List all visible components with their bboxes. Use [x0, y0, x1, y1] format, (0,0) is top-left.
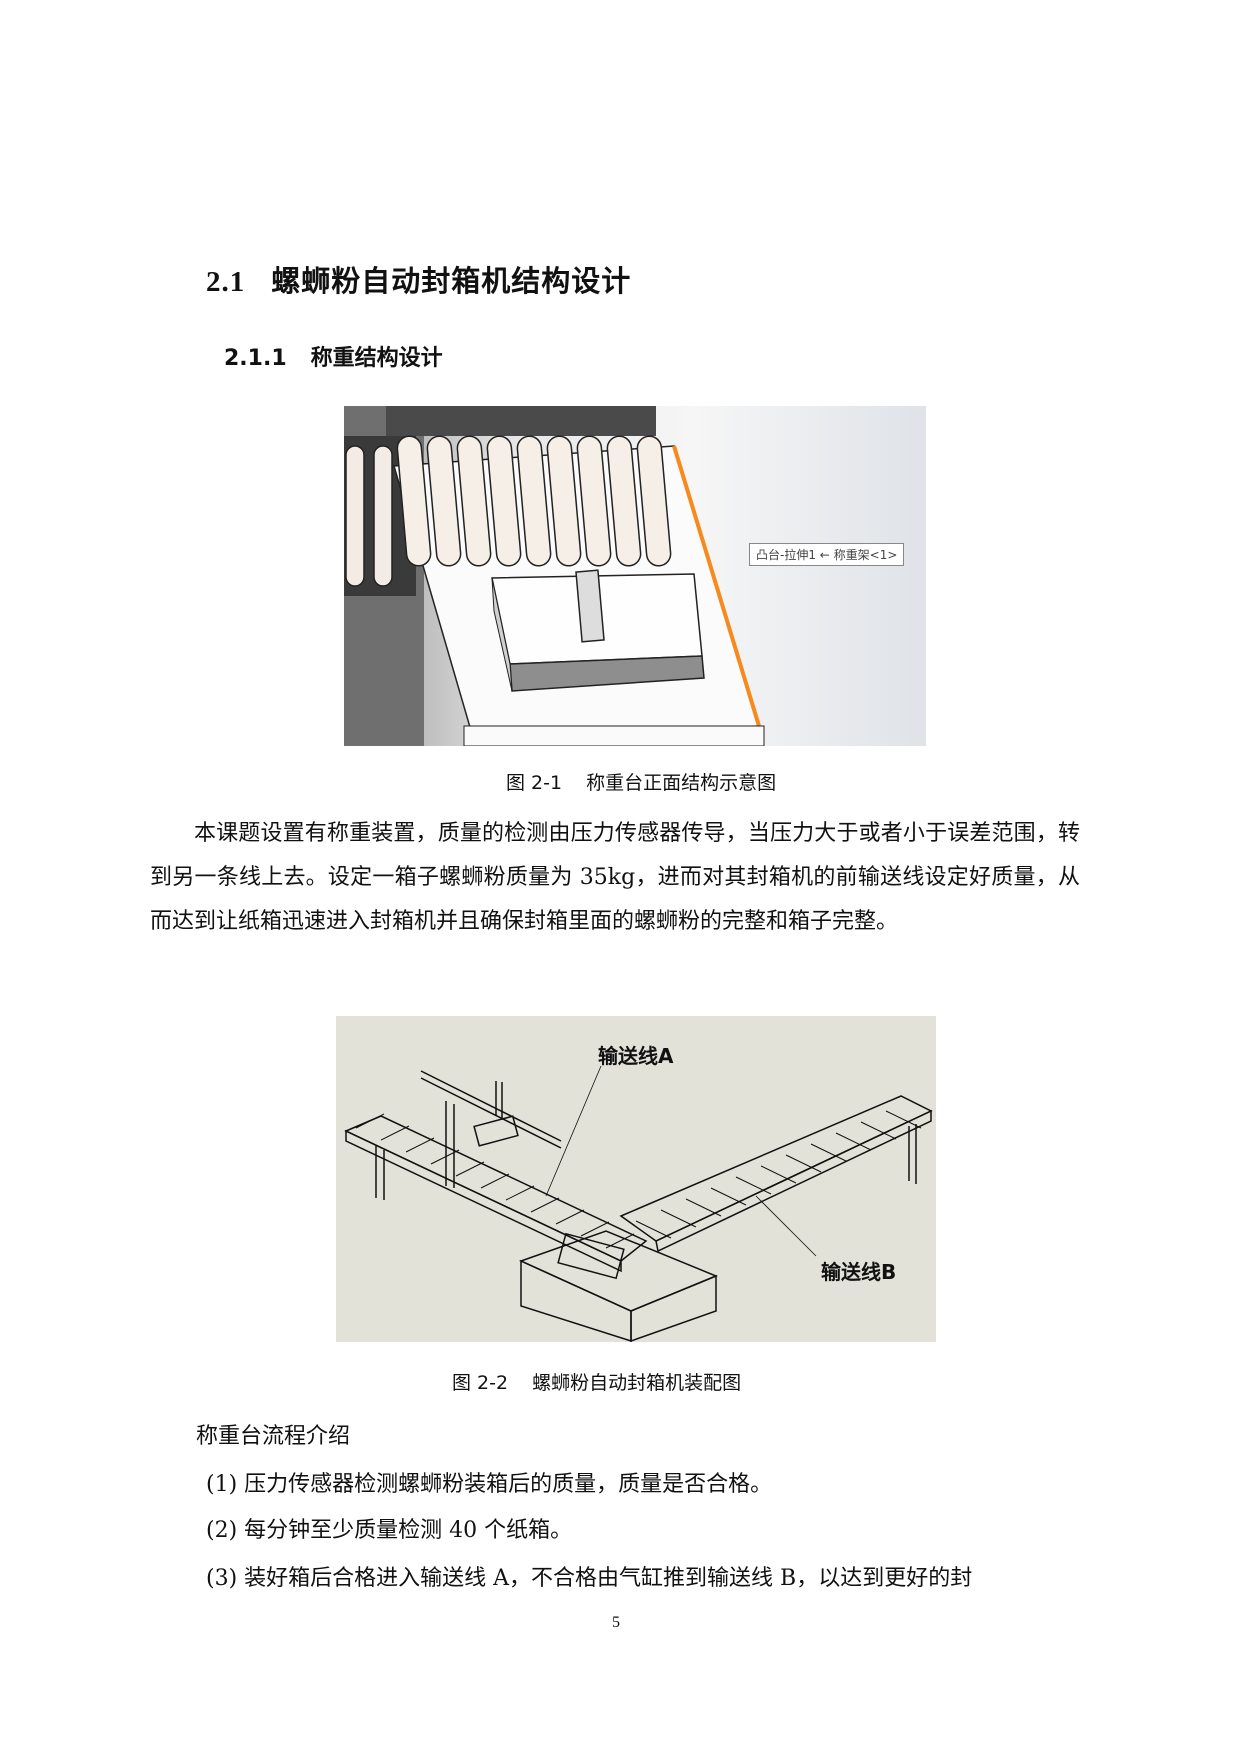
conveyor-b-label: 输送线B	[821, 1260, 897, 1284]
section-heading: 2.1 螺蛳粉自动封箱机结构设计	[206, 258, 631, 300]
figure-2-label: 图 2-2	[452, 1372, 509, 1394]
cad-tooltip: 凸台-拉伸1 ← 称重架<1>	[749, 543, 905, 566]
figure-2-title: 螺蛳粉自动封箱机装配图	[532, 1372, 742, 1394]
process-item-2: (2) 每分钟至少质量检测 40 个纸箱。	[206, 1518, 573, 1543]
assembly-line-drawing	[344, 1065, 933, 1342]
subsection-heading: 2.1.1 称重结构设计	[224, 340, 443, 372]
figure-assembly-image: 输送线A 输送线B	[336, 1016, 936, 1342]
figure-weighing-table-image: 凸台-拉伸1 ← 称重架<1>	[344, 406, 926, 746]
process-item-3: (3) 装好箱后合格进入输送线 A，不合格由气缸推到输送线 B，以达到更好的封	[206, 1566, 973, 1591]
conveyor-a-label: 输送线A	[598, 1044, 674, 1068]
subsection-number: 2.1.1	[224, 346, 287, 371]
figure-2-caption: 图 2-2 螺蛳粉自动封箱机装配图	[452, 1368, 741, 1395]
figure-1-caption: 图 2-1 称重台正面结构示意图	[506, 768, 776, 795]
body-paragraph: 本课题设置有称重装置，质量的检测由压力传感器传导，当压力大于或者小于误差范围，转…	[150, 821, 1080, 934]
weighing-table-render	[344, 406, 765, 746]
section-title: 螺蛳粉自动封箱机结构设计	[271, 264, 632, 298]
figure-1-title: 称重台正面结构示意图	[586, 772, 777, 794]
page-number: 5	[612, 1614, 620, 1631]
process-heading: 称重台流程介绍	[196, 1424, 351, 1449]
figure-1-label: 图 2-1	[506, 772, 563, 794]
subsection-title: 称重结构设计	[310, 346, 443, 371]
section-number: 2.1	[206, 266, 246, 298]
process-item-1: (1) 压力传感器检测螺蛳粉装箱后的质量，质量是否合格。	[206, 1472, 773, 1497]
